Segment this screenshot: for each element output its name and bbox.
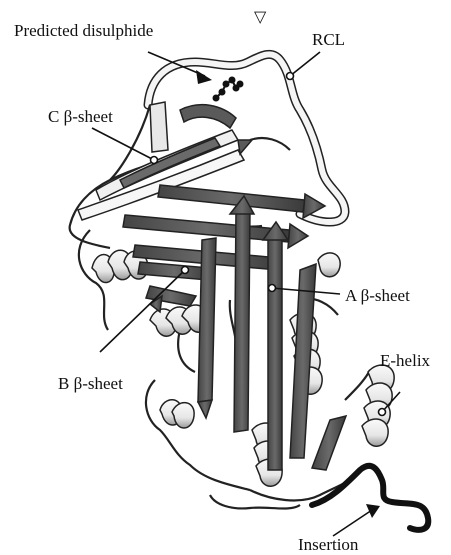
helix-top-right xyxy=(318,253,340,277)
e-helix-ribbon xyxy=(362,365,394,446)
label-rcl: RCL xyxy=(312,31,345,48)
label-e-helix: E-helix xyxy=(380,352,430,369)
label-top-marker: ▽ xyxy=(254,10,266,26)
label-insertion: Insertion xyxy=(298,536,358,553)
helix-bottom-left xyxy=(160,400,194,428)
insertion-loop xyxy=(312,466,428,530)
b-sheet-strands xyxy=(123,185,325,312)
disulphide-bond xyxy=(213,77,244,102)
label-a-sheet: A β-sheet xyxy=(345,287,410,304)
label-b-sheet: B β-sheet xyxy=(58,375,123,392)
label-c-sheet: C β-sheet xyxy=(48,108,113,125)
label-predicted-disulphide: Predicted disulphide xyxy=(14,22,153,39)
a-sheet-strands xyxy=(198,196,346,470)
